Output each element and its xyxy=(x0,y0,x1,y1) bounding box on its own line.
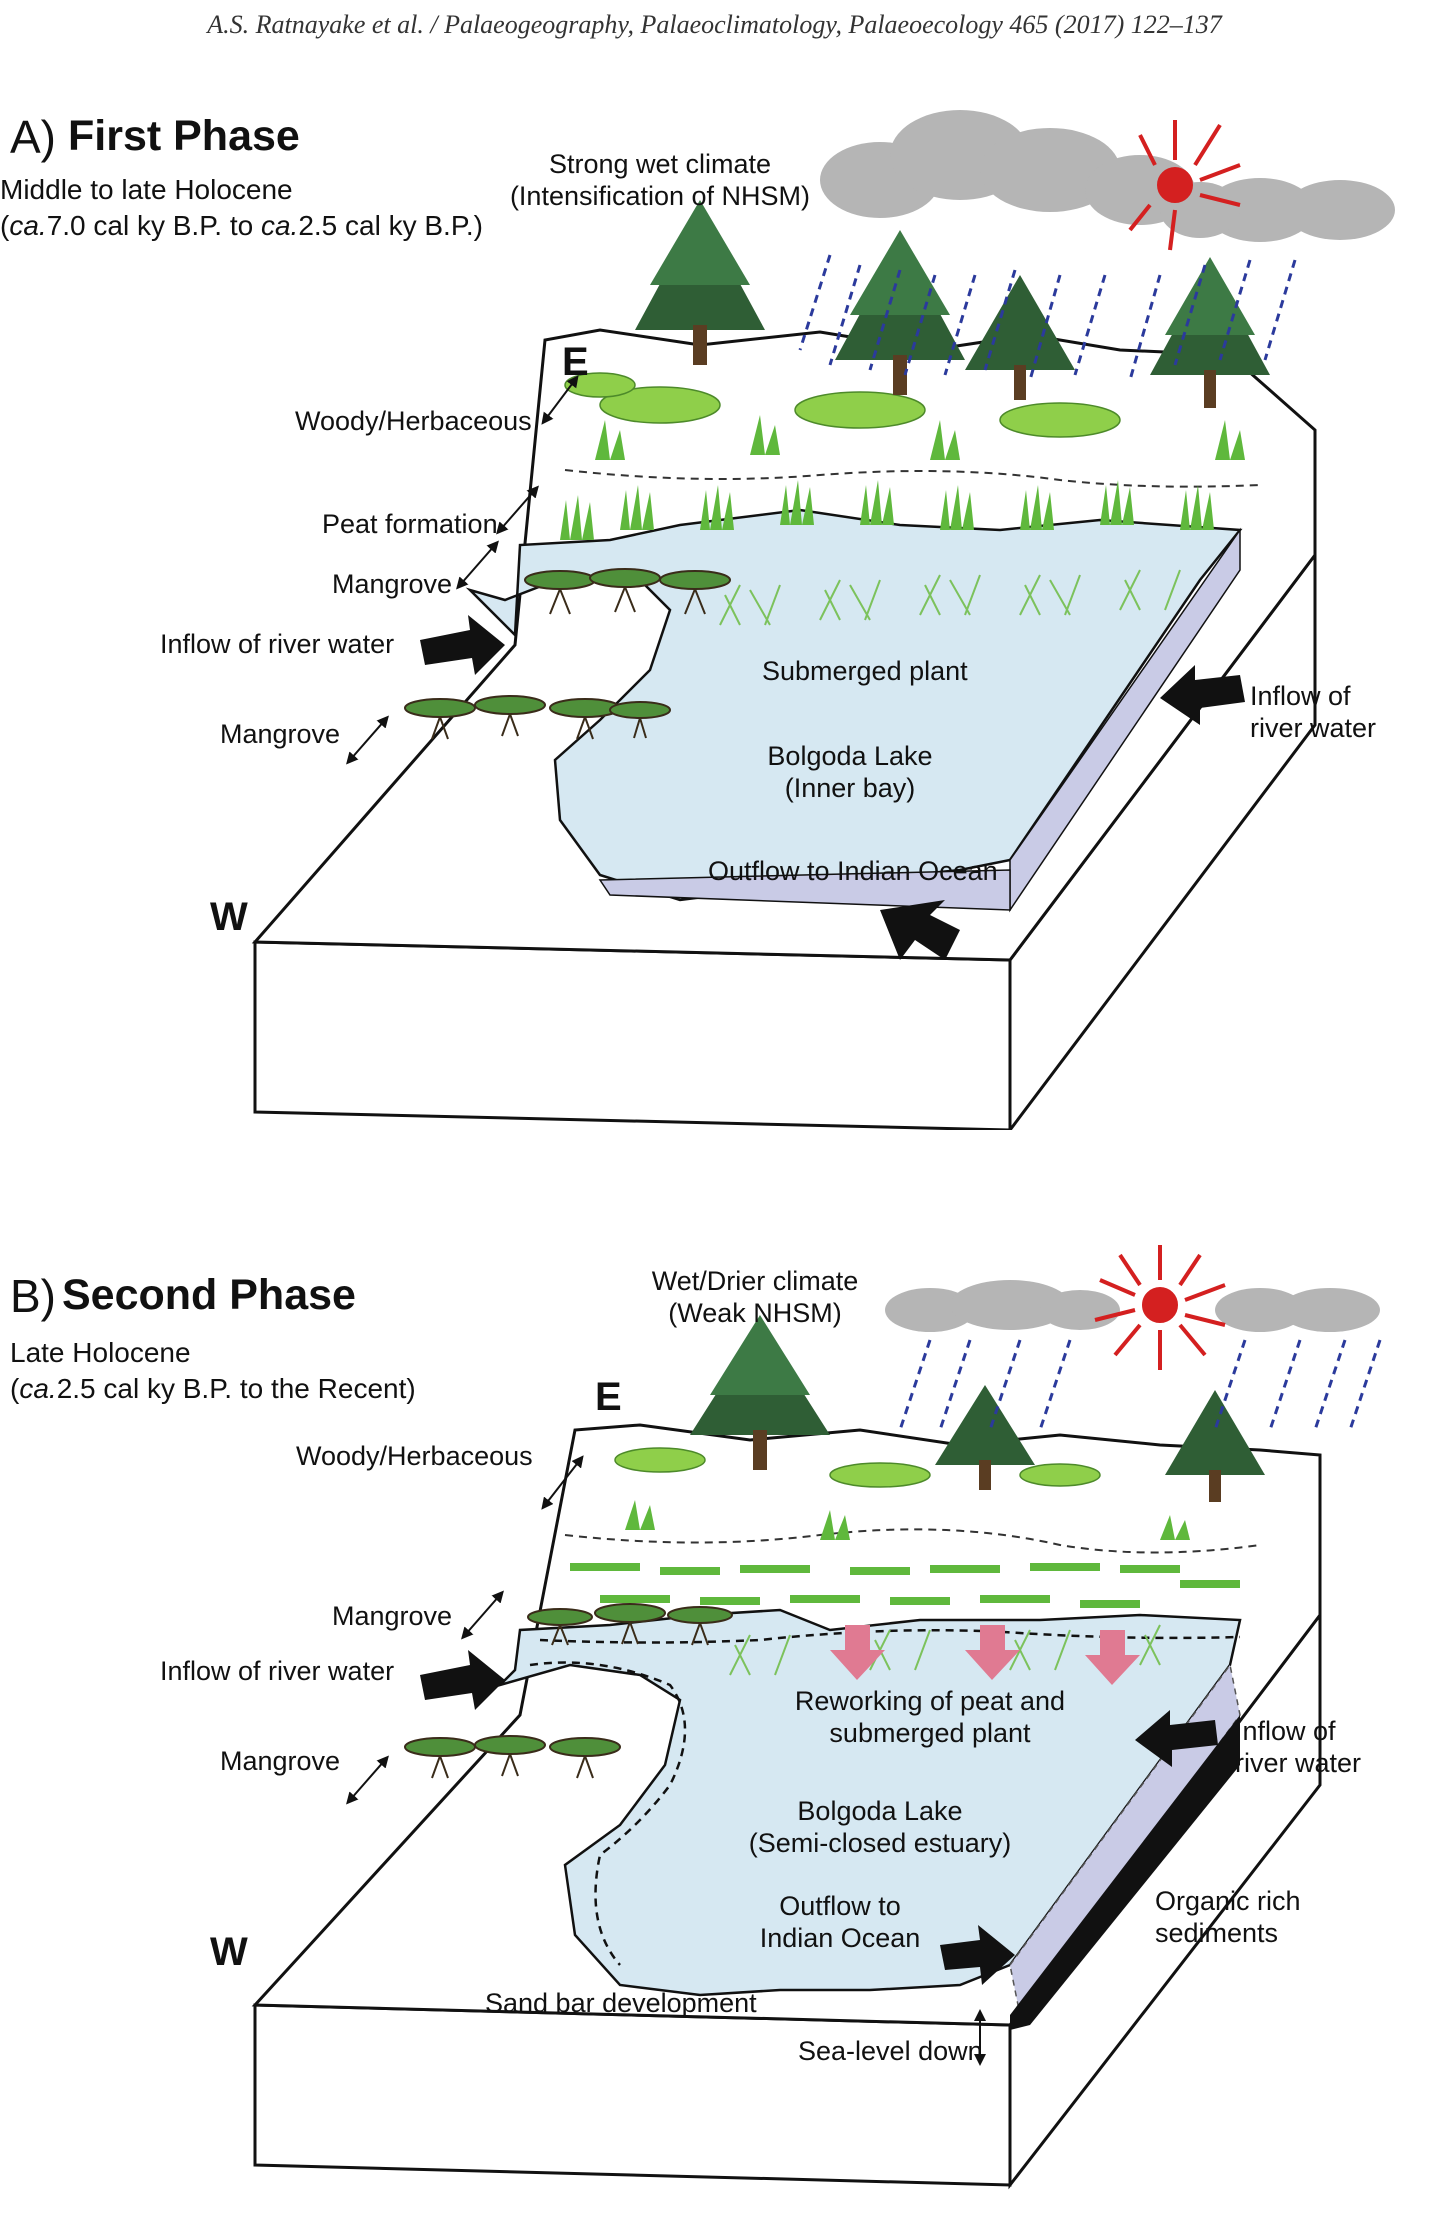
inflow-right-arrow xyxy=(1135,1710,1218,1767)
bracket-arrows xyxy=(346,1455,986,2066)
west-marker: W xyxy=(210,895,248,939)
label-inflow-left: Inflow of river water xyxy=(160,1656,395,1686)
rain-cloud xyxy=(820,110,1395,242)
peat-grass-band xyxy=(560,480,1214,540)
inner-dashed-shoreline xyxy=(529,1661,687,1966)
panel-title: First Phase xyxy=(68,112,300,160)
label-woody-herbaceous: Woody/Herbaceous xyxy=(295,406,532,436)
climate-label: Wet/Drier climate(Weak NHSM) xyxy=(651,1266,859,1329)
label-lake: Bolgoda Lake(Inner bay) xyxy=(767,741,933,804)
bracket-arrows xyxy=(346,375,579,765)
label-inflow-left: Inflow of river water xyxy=(160,629,395,659)
conifer-trees xyxy=(690,1315,1265,1502)
label-outflow: Outflow to Indian Ocean xyxy=(708,856,998,886)
dashed-herb-line xyxy=(564,1528,1261,1554)
label-peat-formation: Peat formation xyxy=(322,509,498,539)
block-diagram-second-phase xyxy=(251,1245,1382,2190)
rain-lines xyxy=(898,1339,1382,1431)
time-range: (ca.7.0 cal ky B.P. to ca.2.5 cal ky B.P… xyxy=(0,210,483,241)
mangrove-trees-upper xyxy=(524,568,731,615)
label-sand-bar: Sand bar development xyxy=(485,1988,757,2018)
east-marker: E xyxy=(595,1375,622,1419)
label-mangrove-lower: Mangrove xyxy=(220,1746,341,1776)
submerged-plants xyxy=(719,569,1181,626)
climate-label: Strong wet climate(Intensification of NH… xyxy=(509,149,811,212)
outflow-arrow xyxy=(940,1925,1015,1985)
mangrove-trees-lower xyxy=(404,1735,621,1779)
panel-first-phase: A) First Phase Middle to late Holocene (… xyxy=(0,100,1429,1130)
west-marker: W xyxy=(210,1930,248,1974)
lake-water xyxy=(495,1608,1242,1997)
label-mangrove-lower: Mangrove xyxy=(220,719,341,749)
block-front-face xyxy=(253,940,1012,1130)
peat-boundary-line xyxy=(564,469,1261,488)
organic-sediment-layer xyxy=(1010,1715,1240,2030)
time-range: (ca.2.5 cal ky B.P. to the Recent) xyxy=(10,1373,416,1404)
grass-strips xyxy=(570,1563,1240,1608)
submerged-plants xyxy=(729,1624,1161,1676)
herb-shrubs xyxy=(564,372,1121,438)
outflow-arrow xyxy=(880,900,960,960)
panel-letter: A) xyxy=(10,111,56,163)
herb-tufts xyxy=(625,1500,1190,1540)
label-mangrove-upper: Mangrove xyxy=(332,1601,453,1631)
label-woody-herbaceous: Woody/Herbaceous xyxy=(296,1441,533,1471)
rain-lines xyxy=(798,254,1297,381)
label-mangrove-upper: Mangrove xyxy=(332,569,453,599)
herb-tufts xyxy=(595,415,1245,460)
label-submerged-plant: Submerged plant xyxy=(762,656,968,686)
rain-cloud xyxy=(885,1280,1380,1332)
panel-title: Second Phase xyxy=(62,1271,356,1319)
herb-shrubs xyxy=(614,1447,1101,1488)
period-label: Late Holocene xyxy=(10,1337,191,1368)
panel-second-phase: B) Second Phase Late Holocene (ca.2.5 ca… xyxy=(0,1245,1429,2218)
block-diagram-first-phase xyxy=(251,110,1395,1130)
running-header: A.S. Ratnayake et al. / Palaeogeography,… xyxy=(207,10,1222,39)
inflow-left-arrow xyxy=(420,615,505,675)
period-label: Middle to late Holocene xyxy=(0,174,293,205)
mangrove-trees-lower xyxy=(404,695,671,740)
sun-icon xyxy=(1128,120,1241,251)
east-marker: E xyxy=(562,340,589,384)
mangrove-trees-upper xyxy=(527,1603,733,1646)
reworking-arrows xyxy=(830,1625,1140,1685)
sun-icon xyxy=(1094,1245,1226,1370)
upper-dashed-shoreline xyxy=(539,1628,1241,1644)
label-sea-level: Sea-level down xyxy=(798,2036,983,2066)
inflow-left-arrow xyxy=(420,1650,505,1710)
block-front-face xyxy=(253,2003,1012,2187)
panel-letter: B) xyxy=(10,1270,56,1322)
inflow-right-arrow xyxy=(1160,665,1245,725)
front-water-edge xyxy=(598,869,1011,911)
label-lake: Bolgoda Lake(Semi-closed estuary) xyxy=(748,1796,1012,1859)
